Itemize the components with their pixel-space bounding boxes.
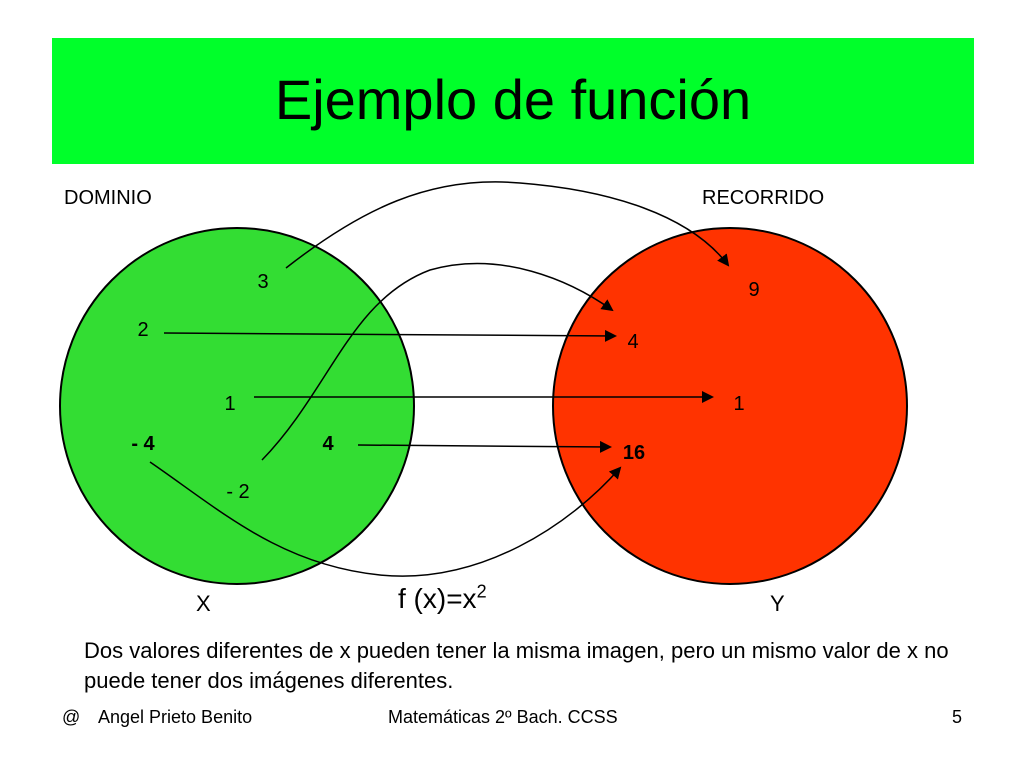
- title-bar: Ejemplo de función: [52, 38, 974, 164]
- footer-page-number: 5: [952, 707, 963, 727]
- function-formula: f (x)=x2: [398, 582, 487, 616]
- footer-course: Matemáticas 2º Bach. CCSS: [388, 707, 618, 727]
- domain-value-neg4: - 4: [131, 433, 155, 455]
- arrow-3-to-9: [285, 181, 730, 269]
- range-value-9: 9: [748, 279, 760, 301]
- set-y-label: Y: [770, 591, 785, 616]
- range-label: RECORRIDO: [702, 187, 825, 209]
- domain-label: DOMINIO: [64, 187, 152, 209]
- arrow-neg2-to-4: [261, 262, 614, 461]
- function-base: f (x)=x: [398, 583, 477, 614]
- function-exponent: 2: [476, 581, 487, 602]
- footer-at: @: [62, 707, 81, 727]
- note-text: Dos valores diferentes de x pueden tener…: [84, 638, 949, 693]
- range-value-4: 4: [627, 331, 639, 353]
- domain-value-1: 1: [224, 393, 236, 415]
- domain-value-4: 4: [322, 433, 334, 455]
- arrow-2-to-4: [163, 329, 617, 342]
- domain-set: [59, 227, 415, 585]
- set-x-label: X: [196, 591, 211, 616]
- range-set: [552, 227, 908, 585]
- footer-author: Angel Prieto Benito: [98, 707, 253, 727]
- range-value-16: 16: [622, 442, 646, 464]
- domain-value-3: 3: [257, 271, 269, 293]
- domain-value-2: 2: [137, 319, 149, 341]
- domain-value-neg2: - 2: [226, 481, 250, 503]
- slide-title: Ejemplo de función: [274, 68, 752, 131]
- range-value-1: 1: [733, 393, 745, 415]
- arrow-4-to-16: [357, 440, 612, 453]
- arrow-neg4-to-16: [149, 461, 622, 577]
